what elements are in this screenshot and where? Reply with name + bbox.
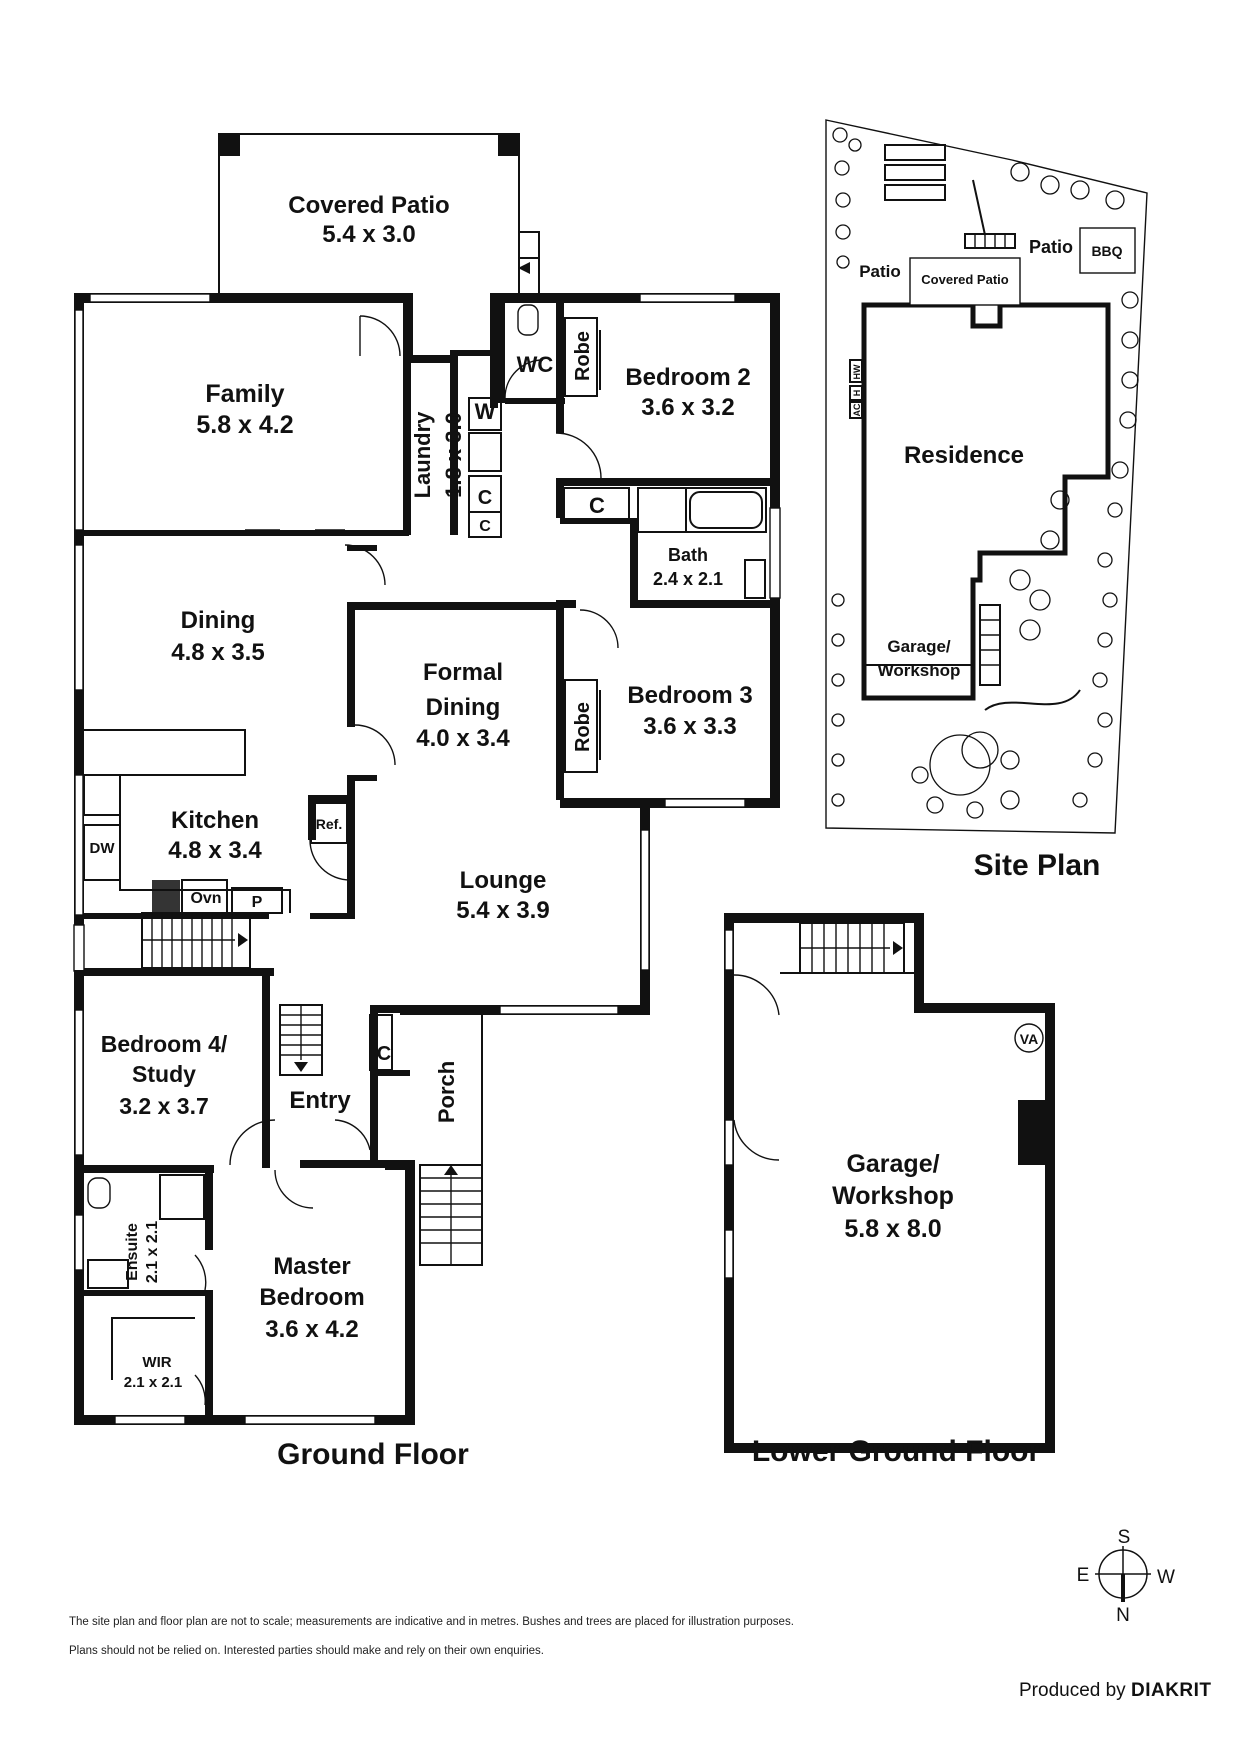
compass-n: N xyxy=(1116,1605,1130,1626)
kitchen-stairs xyxy=(141,912,251,969)
bath-dims: 2.4 x 2.1 xyxy=(653,569,723,589)
bedroom2-name: Bedroom 2 xyxy=(625,364,750,391)
formal-dining-dims: 4.0 x 3.4 xyxy=(416,725,510,752)
formal-dining-name-2: Dining xyxy=(426,694,501,721)
lower-ground-floor-title: Lower Ground Floor xyxy=(752,1435,1041,1468)
oven-label: Ovn xyxy=(190,890,221,907)
covered-patio-outline xyxy=(218,133,540,299)
site-patio-left: Patio xyxy=(859,262,901,281)
ensuite-name: Ensuite xyxy=(124,1223,141,1281)
site-covered-patio: Covered Patio xyxy=(921,272,1008,287)
produced-by-label: Produced by xyxy=(1019,1680,1126,1701)
entry-stairs xyxy=(279,1004,323,1076)
porch-stairs xyxy=(419,1015,483,1266)
bedroom4-name-2: Study xyxy=(132,1061,196,1087)
laundry-cupboard-1: C xyxy=(478,487,492,509)
compass-w: W xyxy=(1157,1567,1175,1588)
dining-dims: 4.8 x 3.5 xyxy=(171,639,264,666)
compass-s: S xyxy=(1118,1527,1131,1548)
site-bbq: BBQ xyxy=(1091,243,1122,259)
bath-cupboard: C xyxy=(589,493,605,518)
laundry-dims: 1.8 x 3.0 xyxy=(441,412,466,498)
kitchen-name: Kitchen xyxy=(171,807,259,834)
lower-ground-floor-plan: VA Garage/ Workshop 5.8 x 8.0 Lower Grou… xyxy=(724,913,1055,1468)
fridge-label: Ref. xyxy=(316,816,342,832)
site-residence: Residence xyxy=(904,442,1024,469)
entry-name: Entry xyxy=(289,1087,351,1114)
formal-dining-name-1: Formal xyxy=(423,659,503,686)
pantry-label: P xyxy=(252,894,263,911)
site-plan: AC H HW Patio Covered Patio Patio BBQ Re xyxy=(825,119,1148,882)
covered-patio-name: Covered Patio xyxy=(288,192,449,219)
dining-name: Dining xyxy=(181,607,256,634)
garage-dims: 5.8 x 8.0 xyxy=(844,1215,941,1243)
site-hw-label: HW xyxy=(852,364,862,379)
site-garage-1: Garage/ xyxy=(887,637,951,656)
compass-e: E xyxy=(1077,1565,1090,1586)
bedroom4-name-1: Bedroom 4/ xyxy=(101,1031,228,1057)
bath-name: Bath xyxy=(668,545,708,565)
disclaimer-line-2: Plans should not be relied on. Intereste… xyxy=(69,1645,544,1657)
ground-floor-plan: Covered Patio 5.4 x 3.0 Family 5.8 x 4.2… xyxy=(73,133,781,1471)
wir-name: WIR xyxy=(142,1354,171,1371)
master-dims: 3.6 x 4.2 xyxy=(265,1316,358,1343)
robe-bedroom2: Robe xyxy=(572,331,594,381)
disclaimer-line-1: The site plan and floor plan are not to … xyxy=(69,1616,794,1628)
bedroom3-dims: 3.6 x 3.3 xyxy=(643,713,736,740)
door-swings xyxy=(194,315,619,1406)
washer-label: W xyxy=(475,399,496,424)
master-name-1: Master xyxy=(273,1253,350,1280)
site-h-label: H xyxy=(852,390,862,397)
bedroom4-dims: 3.2 x 3.7 xyxy=(119,1093,209,1119)
brand-logo: DIAKRIT xyxy=(1130,1680,1212,1701)
site-vegetation xyxy=(831,127,1139,819)
wc-name: WC xyxy=(517,352,554,377)
site-garage-2: Workshop xyxy=(878,661,961,680)
family-name: Family xyxy=(205,380,284,408)
bedroom3-name: Bedroom 3 xyxy=(627,682,752,709)
lounge-dims: 5.4 x 3.9 xyxy=(456,897,549,924)
ground-floor-title: Ground Floor xyxy=(277,1438,469,1471)
robe-bedroom3: Robe xyxy=(572,702,594,752)
covered-patio-dims: 5.4 x 3.0 xyxy=(322,221,415,248)
compass-icon: S E W N xyxy=(1077,1527,1175,1626)
family-dims: 5.8 x 4.2 xyxy=(196,411,293,439)
dishwasher-label: DW xyxy=(90,840,116,857)
va-label: VA xyxy=(1020,1031,1038,1047)
site-ac-label: AC xyxy=(852,403,862,416)
fixtures xyxy=(83,304,767,1380)
garage-name-1: Garage/ xyxy=(846,1150,939,1178)
laundry-cupboard-2: C xyxy=(479,518,491,535)
master-name-2: Bedroom xyxy=(259,1284,364,1311)
kitchen-dims: 4.8 x 3.4 xyxy=(168,837,262,864)
garage-name-2: Workshop xyxy=(832,1182,954,1210)
site-patio-right: Patio xyxy=(1029,237,1073,257)
porch-name: Porch xyxy=(434,1061,459,1123)
exterior-walls xyxy=(73,293,781,1425)
bedroom2-dims: 3.6 x 3.2 xyxy=(641,394,734,421)
garage-stairs xyxy=(780,922,914,974)
entry-cupboard: C xyxy=(377,1043,391,1065)
laundry-name: Laundry xyxy=(410,411,435,499)
produced-by: Produced by DIAKRIT xyxy=(1019,1680,1212,1702)
ensuite-dims: 2.1 x 2.1 xyxy=(144,1221,161,1283)
wir-dims: 2.1 x 2.1 xyxy=(124,1374,182,1391)
site-plan-title: Site Plan xyxy=(974,849,1101,882)
lounge-name: Lounge xyxy=(460,867,547,894)
